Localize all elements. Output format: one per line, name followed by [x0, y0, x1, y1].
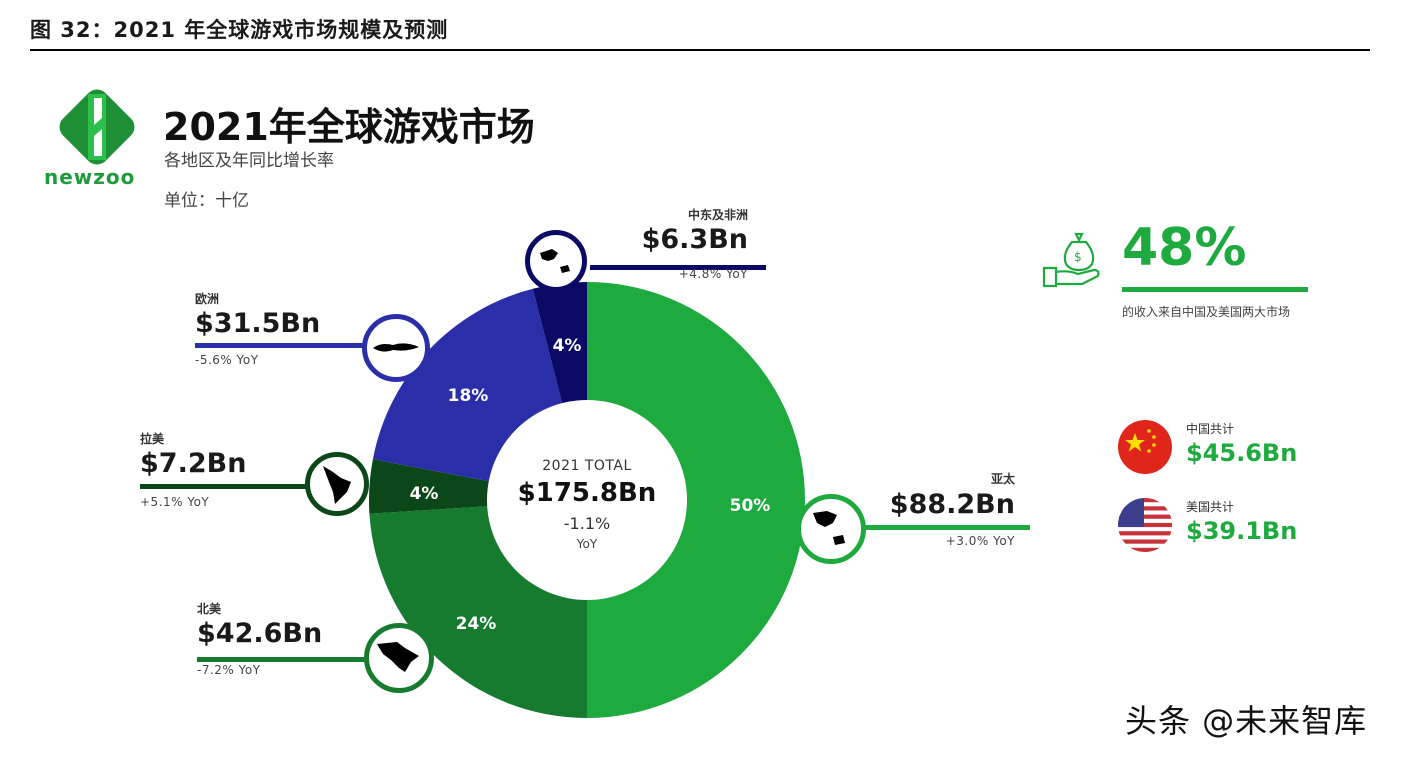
region-value: $31.5Bn: [195, 308, 321, 339]
segment-asia-pacific: [587, 282, 805, 718]
region-asia-pacific: 亚太 $88.2Bn +3.0% YoY: [860, 470, 1015, 548]
donut-center: 2021 TOTAL $175.8Bn -1.1% YoY: [487, 400, 687, 600]
map-mea-icon: [525, 230, 587, 292]
region-name: 亚太: [990, 472, 1015, 486]
leader-line-latam: [140, 484, 310, 489]
region-latam: 拉美 $7.2Bn +5.1% YoY: [140, 430, 246, 509]
caption-divider: [30, 49, 1370, 51]
svg-text:$: $: [1074, 250, 1082, 264]
region-yoy: +3.0% YoY: [945, 534, 1015, 548]
chart-subtitle: 各地区及年同比增长率: [164, 151, 334, 171]
share-label-north-america: 24%: [455, 614, 497, 634]
region-name: 欧洲: [195, 292, 220, 306]
newzoo-logo-icon: [50, 80, 144, 174]
region-value: $7.2Bn: [140, 448, 247, 479]
share-label-mea: 4%: [552, 336, 582, 356]
region-mea: 中东及非洲 $6.3Bn +4.8% YoY: [600, 206, 748, 281]
region-yoy: -7.2% YoY: [197, 663, 261, 677]
money-bag-hand-icon: $: [1038, 230, 1108, 292]
unit-label: 单位：十亿: [164, 191, 249, 211]
country-name: 中国共计: [1186, 422, 1235, 436]
highlight-bar: [1122, 287, 1308, 292]
region-yoy: -5.6% YoY: [195, 353, 259, 367]
share-label-asia-pacific: 50%: [729, 496, 771, 516]
leader-line-north-america: [197, 657, 367, 662]
center-yoy-value: -1.1%: [563, 514, 611, 533]
leader-line-mea: [590, 265, 766, 270]
region-name: 拉美: [140, 432, 165, 446]
logo-text: newzoo: [44, 165, 136, 189]
leader-line-asia-pacific: [860, 525, 1030, 530]
center-year-label: 2021 TOTAL: [542, 458, 632, 474]
country-value: $39.1Bn: [1186, 517, 1298, 545]
region-north-america: 北美 $42.6Bn -7.2% YoY: [197, 600, 322, 677]
map-latam-icon: [305, 452, 369, 516]
donut-hole: [487, 400, 687, 600]
region-yoy: +4.8% YoY: [678, 267, 748, 281]
country-name: 美国共计: [1186, 500, 1235, 514]
map-europe-icon: [362, 314, 430, 382]
region-yoy: +5.1% YoY: [140, 495, 210, 509]
region-value: $88.2Bn: [889, 489, 1015, 520]
region-value: $6.3Bn: [641, 224, 748, 255]
leader-line-europe: [195, 343, 365, 348]
region-value: $42.6Bn: [197, 618, 323, 649]
map-asia-pacific-icon: [796, 494, 866, 564]
region-name: 中东及非洲: [687, 208, 748, 222]
watermark: 头条 @未来智库: [1125, 702, 1368, 740]
center-total-value: $175.8Bn: [517, 478, 657, 508]
country-value: $45.6Bn: [1186, 439, 1298, 467]
country-usa: 美国共计 $39.1Bn: [1186, 498, 1297, 543]
share-label-latam: 4%: [409, 484, 439, 504]
country-china: 中国共计 $45.6Bn: [1186, 420, 1297, 465]
region-europe: 欧洲 $31.5Bn -5.6% YoY: [195, 290, 320, 367]
center-yoy-label: YoY: [576, 537, 598, 551]
highlight-percent: 48%: [1122, 218, 1247, 278]
china-flag-icon: [1118, 420, 1172, 474]
figure-caption: 图 32：2021 年全球游戏市场规模及预测: [30, 18, 449, 42]
chart-title: 2021年全球游戏市场: [163, 105, 535, 149]
region-name: 北美: [197, 602, 222, 616]
usa-flag-icon: [1118, 498, 1172, 552]
map-north-america-icon: [364, 623, 434, 693]
highlight-description: 的收入来自中国及美国两大市场: [1122, 305, 1291, 319]
share-label-europe: 18%: [447, 386, 489, 406]
